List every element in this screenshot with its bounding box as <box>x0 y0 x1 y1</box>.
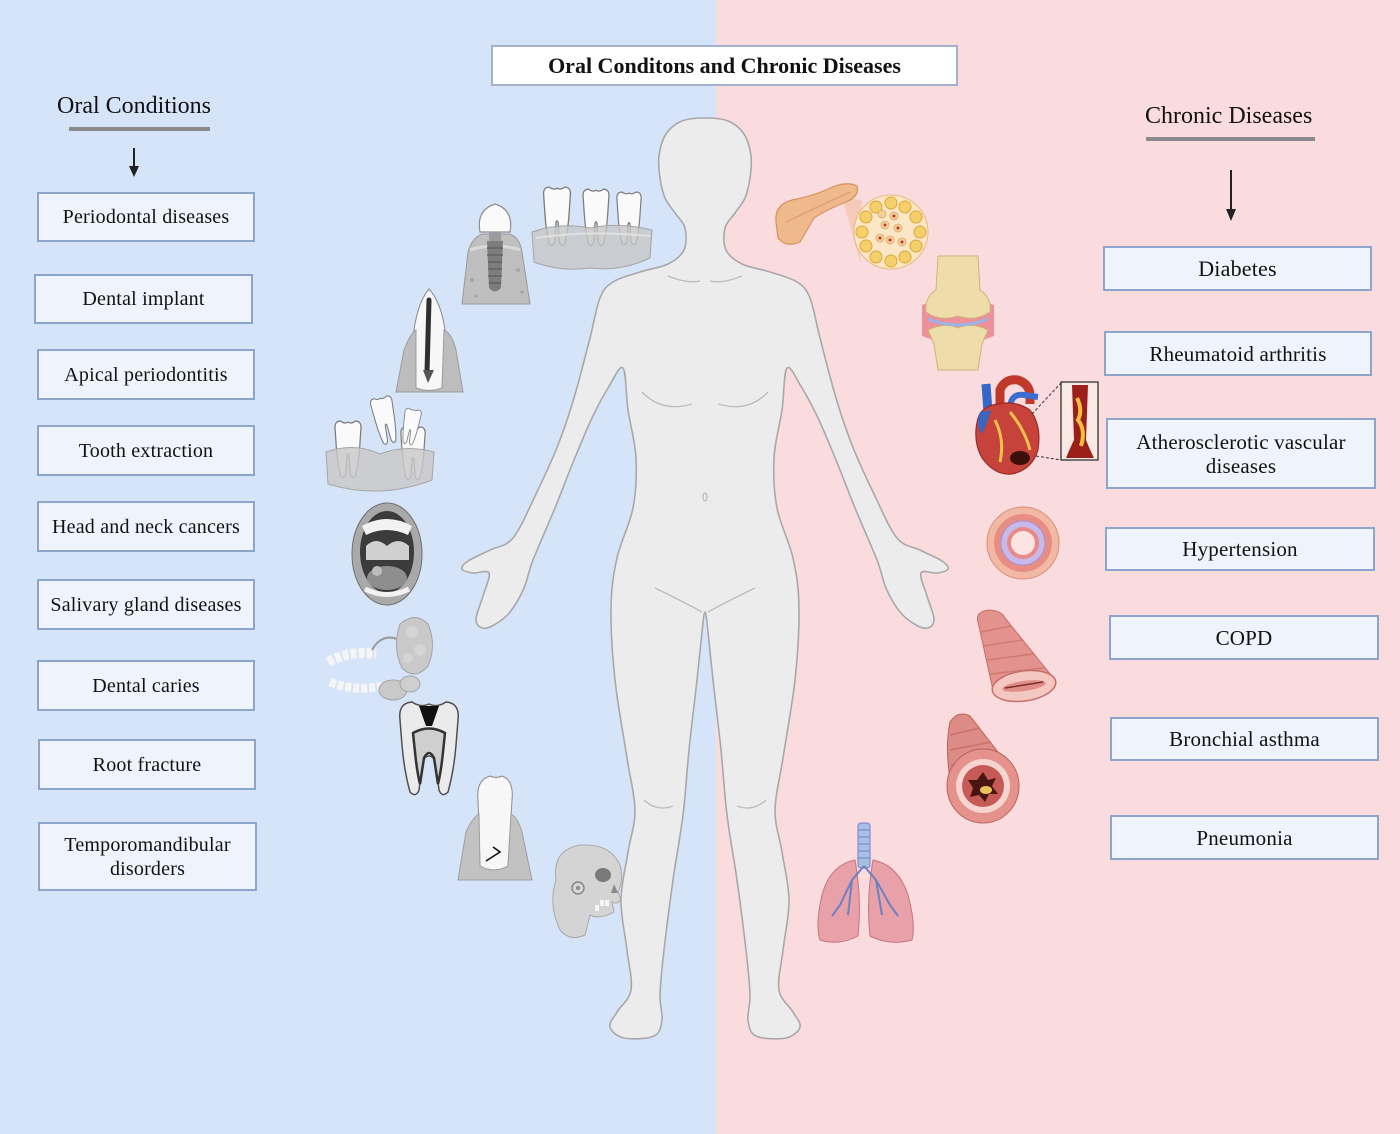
oral-condition-label: Dental implant <box>82 288 205 310</box>
oral-condition-label: Apical periodontitis <box>64 363 228 386</box>
asthma-bronchus-icon <box>946 713 1020 824</box>
islet-cells-icon <box>853 194 929 270</box>
chronic-disease-label: Bronchial asthma <box>1169 727 1320 751</box>
chronic-disease-item: Atherosclerotic vascular diseases <box>1106 418 1376 489</box>
pancreas-icon <box>775 183 862 262</box>
oral-condition-item: Apical periodontitis <box>37 349 255 400</box>
dental-implant-icon <box>461 203 531 305</box>
human-body-silhouette <box>461 117 949 1040</box>
artery-cross-section-icon <box>986 506 1060 580</box>
oral-condition-label: Dental caries <box>92 674 200 697</box>
oral-condition-item: Root fracture <box>38 739 256 790</box>
chronic-disease-item: Pneumonia <box>1110 815 1379 860</box>
tooth-extraction-icon <box>325 394 435 492</box>
root-fracture-icon <box>457 775 533 881</box>
chronic-disease-item: Hypertension <box>1105 527 1375 571</box>
knee-joint-icon <box>922 255 994 371</box>
periodontal-teeth-icon <box>531 186 653 270</box>
oral-condition-item: Dental caries <box>37 660 255 711</box>
atherosclerotic-plaque-icon <box>1031 381 1099 461</box>
oral-condition-label: Head and neck cancers <box>52 515 240 538</box>
chronic-diseases-underline <box>1146 137 1315 141</box>
oral-condition-label: Salivary gland diseases <box>50 593 242 616</box>
body-outline <box>461 117 949 1040</box>
chronic-disease-item: Bronchial asthma <box>1110 717 1379 761</box>
oral-condition-item: Periodontal diseases <box>37 192 255 242</box>
oral-condition-label: Root fracture <box>92 753 202 776</box>
open-mouth-icon <box>351 502 423 606</box>
diagram-title: Oral Conditons and Chronic Diseases <box>491 45 958 86</box>
oral-condition-label: Tooth extraction <box>78 439 214 462</box>
oral-condition-label: Temporomandibular disorders <box>64 833 231 880</box>
skull-icon <box>552 844 623 939</box>
dental-caries-icon <box>399 701 459 796</box>
oral-condition-item: Salivary gland diseases <box>37 579 255 630</box>
chronic-diseases-heading: Chronic Diseases <box>1145 103 1313 129</box>
chronic-disease-item: Rheumatoid arthritis <box>1104 331 1372 376</box>
bronchus-icon <box>977 609 1057 703</box>
chronic-disease-label: Diabetes <box>1198 255 1277 281</box>
chronic-disease-label: COPD <box>1215 625 1273 650</box>
chronic-disease-label: Atherosclerotic vascular diseases <box>1136 429 1346 478</box>
chronic-disease-item: COPD <box>1109 615 1379 660</box>
chronic-disease-item: Diabetes <box>1103 246 1372 291</box>
down-arrow-icon <box>1226 170 1236 221</box>
chronic-disease-label: Pneumonia <box>1196 825 1293 850</box>
lungs-icon <box>817 822 914 943</box>
heart-icon <box>975 375 1040 475</box>
diagram-title-text: Oral Conditons and Chronic Diseases <box>548 52 901 78</box>
oral-condition-item: Temporomandibular disorders <box>38 822 257 891</box>
chronic-disease-label: Rheumatoid arthritis <box>1149 341 1327 366</box>
oral-condition-item: Dental implant <box>34 274 253 324</box>
salivary-gland-icon <box>325 617 433 701</box>
root-canal-tooth-icon <box>395 288 464 393</box>
oral-condition-label: Periodontal diseases <box>62 206 230 228</box>
down-arrow-icon <box>129 148 139 177</box>
oral-conditions-underline <box>69 127 210 131</box>
body-details <box>641 275 769 809</box>
oral-condition-item: Head and neck cancers <box>37 501 255 552</box>
chronic-disease-label: Hypertension <box>1182 537 1298 561</box>
oral-conditions-heading: Oral Conditions <box>57 93 211 119</box>
oral-condition-item: Tooth extraction <box>37 425 255 476</box>
